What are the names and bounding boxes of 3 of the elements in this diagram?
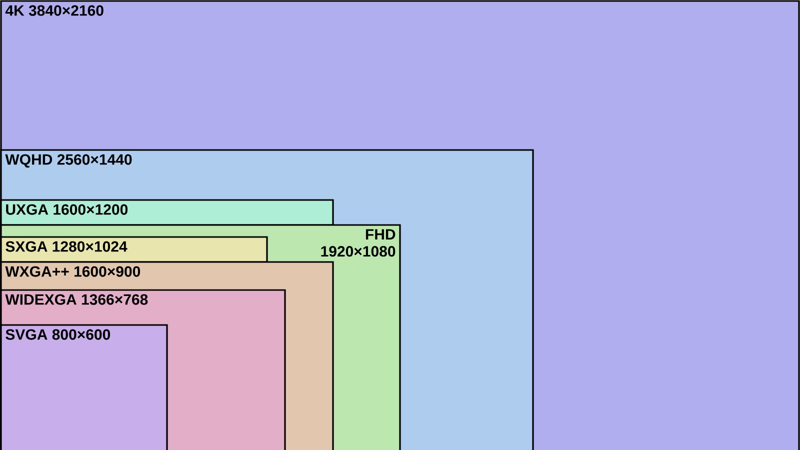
resolution-box: UXGA 1600×1200: [0, 199, 334, 226]
resolution-box: SVGA 800×600: [0, 324, 168, 450]
resolution-box: SXGA 1280×1024: [0, 236, 268, 263]
